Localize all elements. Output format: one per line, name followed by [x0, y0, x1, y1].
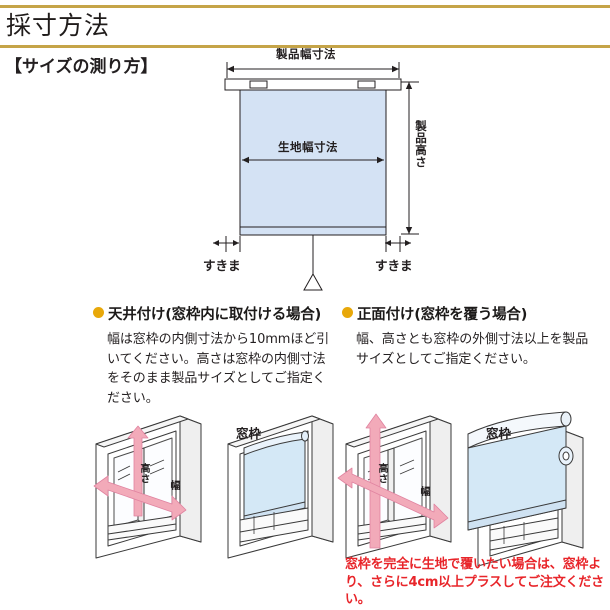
illustration-front-mount: 窓枠 高さ 幅 [337, 408, 598, 568]
product-height-label: 製品高さ [414, 120, 428, 168]
ceiling-mount-illustration-svg [93, 415, 334, 559]
title-rule-bottom [0, 45, 610, 48]
bullet-dot-icon [342, 307, 353, 318]
product-width-label: 製品幅寸法 [276, 47, 336, 61]
arrow-width-label: 幅 [418, 486, 429, 497]
page-title: 採寸方法 [6, 11, 111, 40]
option-ceiling-body: 幅は窓枠の内側寸法から10mmほど引いてください。高さは窓枠の内側寸法をそのまま… [107, 332, 330, 406]
warning-note: 窓枠を完全に生地で覆いたい場合は、窓枠より、さらに4cm以上プラスしてご注文くだ… [345, 557, 604, 607]
bullet-dot-icon [93, 307, 104, 318]
option-front-heading: 正面付け(窓枠を覆う場合) [357, 307, 528, 323]
section-label: 【サイズの測り方】 [5, 57, 158, 77]
roller-blind-dimension-diagram: 製品幅寸法 生地幅寸法 製品高さ すきま すきま [195, 42, 428, 292]
front-mount-illustration-svg [337, 411, 584, 567]
illustration-ceiling-mount: 窓枠 高さ 幅 [88, 408, 338, 568]
gap-label-left: すきま [203, 258, 241, 273]
arrow-height-label: 高さ [376, 463, 387, 484]
title-rule-top [0, 5, 610, 8]
arrow-height-label: 高さ [138, 463, 149, 484]
option-ceiling-heading: 天井付け(窓枠内に取付ける場合) [108, 307, 322, 323]
option-front-body: 幅、高さとも窓枠の外側寸法以上を製品サイズとしてご指定ください。 [356, 332, 589, 367]
window-frame-caption: 窓枠 [486, 426, 512, 441]
option-ceiling-mount: 天井付け(窓枠内に取付ける場合) 幅は窓枠の内側寸法から10mmほど引いてくださ… [93, 303, 338, 408]
option-ceiling-heading-row: 天井付け(窓枠内に取付ける場合) [93, 303, 338, 324]
window-frame-caption: 窓枠 [236, 426, 262, 441]
dimension-diagram-svg [213, 62, 419, 291]
gap-label-right: すきま [375, 258, 413, 273]
option-front-mount: 正面付け(窓枠を覆う場合) 幅、高さとも窓枠の外側寸法以上を製品サイズとしてご指… [342, 303, 592, 369]
arrow-width-label: 幅 [168, 480, 179, 491]
fabric-width-label: 生地幅寸法 [278, 140, 338, 154]
option-front-heading-row: 正面付け(窓枠を覆う場合) [342, 303, 592, 324]
